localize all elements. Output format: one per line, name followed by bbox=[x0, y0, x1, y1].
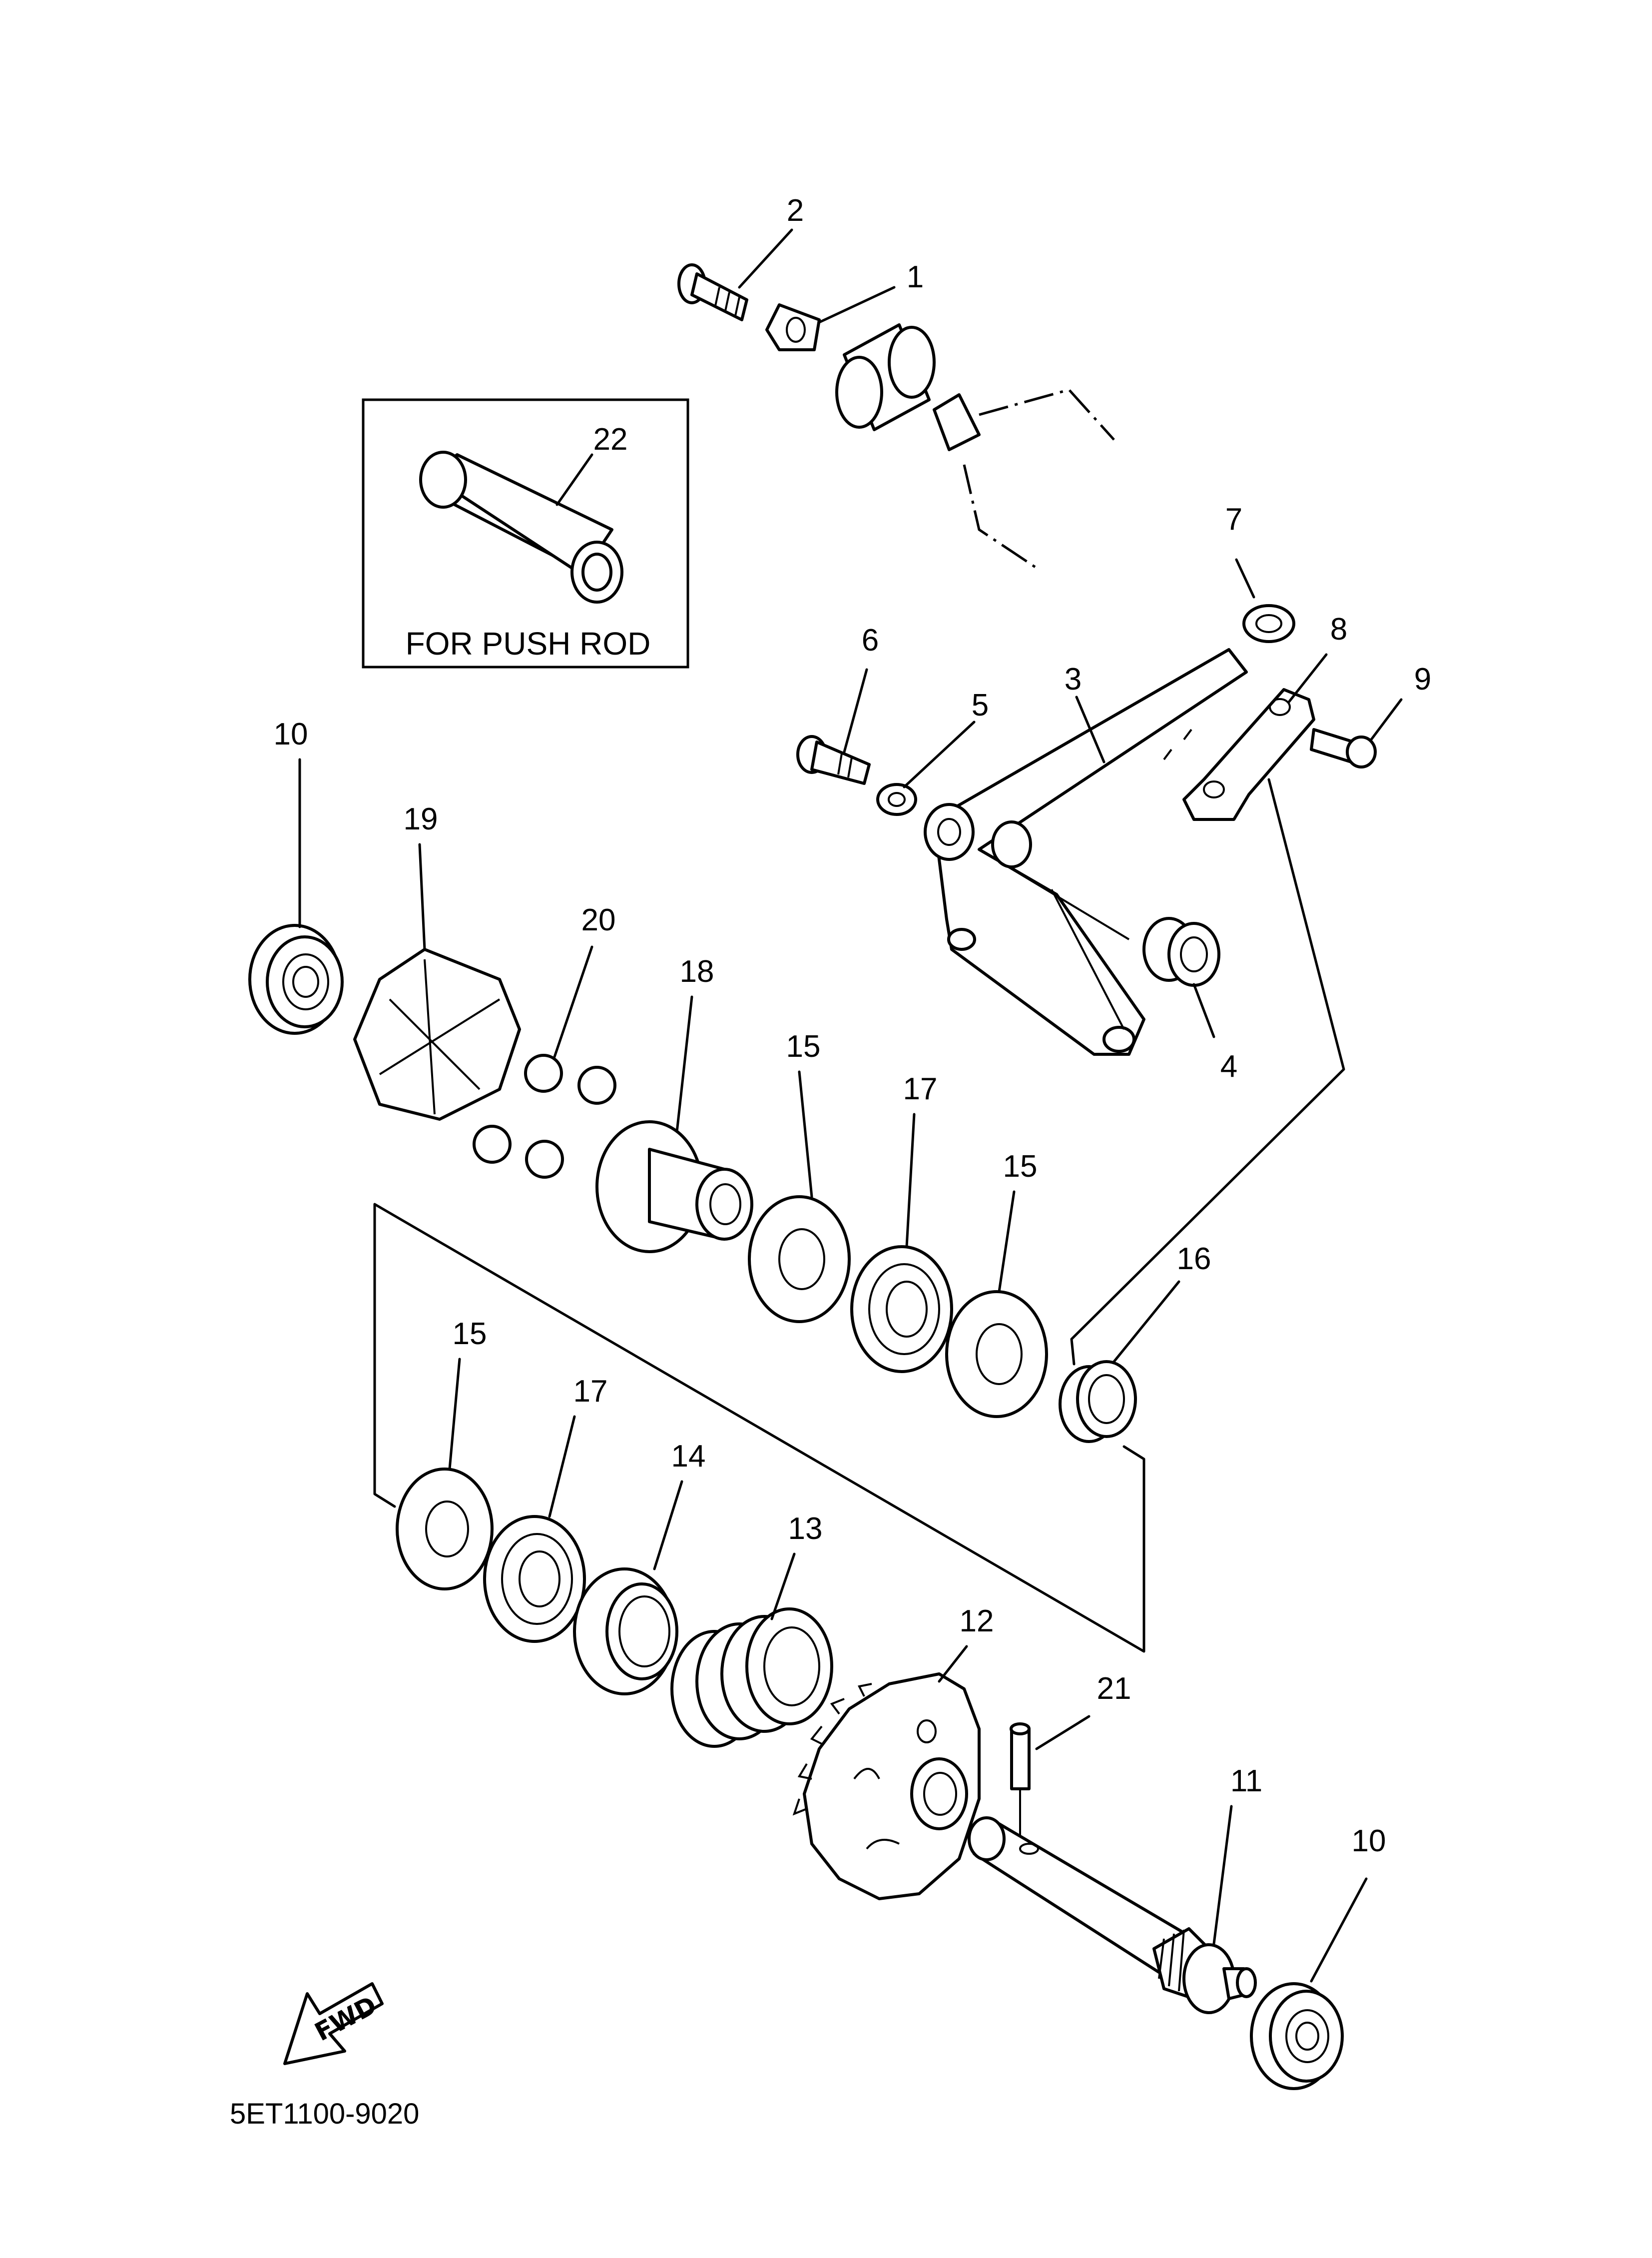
gear-part-12 bbox=[792, 1672, 981, 1900]
callout-10-left: 10 bbox=[274, 717, 308, 752]
callout-16: 16 bbox=[1177, 1242, 1211, 1276]
collar-part-7 bbox=[1242, 604, 1295, 643]
holder-part-18 bbox=[595, 1120, 753, 1253]
callout-14: 14 bbox=[671, 1439, 706, 1474]
callout-5: 5 bbox=[972, 688, 989, 723]
bolt-part-6 bbox=[796, 735, 871, 785]
spring-part-13 bbox=[670, 1607, 833, 1748]
callout-15-lower: 15 bbox=[453, 1317, 487, 1351]
callout-7: 7 bbox=[1225, 502, 1242, 537]
callout-6: 6 bbox=[862, 623, 879, 658]
callout-17-middle: 17 bbox=[903, 1072, 938, 1106]
washer-part-5 bbox=[876, 783, 917, 816]
inset-push-rod-box: FOR PUSH ROD bbox=[362, 398, 689, 669]
diagram-code: 5ET1100-9020 bbox=[230, 2098, 419, 2130]
callout-8: 8 bbox=[1330, 612, 1347, 647]
seat-part-14 bbox=[573, 1567, 678, 1695]
lever-part-3 bbox=[924, 648, 1248, 1056]
group-bracket-lines bbox=[373, 1203, 1145, 1653]
balls-part-20 bbox=[473, 1054, 616, 1179]
bracket-part-8 bbox=[1182, 688, 1315, 821]
shaft-part-11 bbox=[968, 1816, 1257, 2014]
bracket-line-8-to-16 bbox=[1070, 778, 1345, 1366]
callout-15-middle-1: 15 bbox=[786, 1029, 821, 1064]
bearing-part-10-right bbox=[1250, 1982, 1344, 2090]
shaft-assembly bbox=[835, 323, 1115, 571]
callout-17-lower: 17 bbox=[573, 1374, 608, 1409]
callout-3: 3 bbox=[1065, 662, 1082, 697]
pin-part-21 bbox=[1010, 1722, 1031, 1849]
washer-part-15-middle-2 bbox=[945, 1290, 1048, 1418]
bearing-part-17-lower bbox=[483, 1515, 586, 1643]
callout-19: 19 bbox=[404, 802, 438, 836]
cam-part-19 bbox=[353, 948, 521, 1121]
callout-10-right: 10 bbox=[1352, 1824, 1386, 1858]
callout-labels: 1 2 3 4 5 6 7 8 9 10 10 11 12 13 14 15 1… bbox=[274, 193, 1432, 1858]
callout-20: 20 bbox=[581, 903, 616, 937]
callout-15-middle-2: 15 bbox=[1003, 1149, 1038, 1184]
washer-part-1 bbox=[765, 303, 821, 351]
callout-12: 12 bbox=[960, 1604, 994, 1638]
bearing-part-17-middle bbox=[850, 1245, 953, 1373]
bearing-part-10-left bbox=[248, 924, 344, 1035]
callout-4: 4 bbox=[1220, 1049, 1237, 1084]
collar-part-16 bbox=[1059, 1360, 1137, 1443]
inset-caption: FOR PUSH ROD bbox=[406, 626, 651, 662]
callout-18: 18 bbox=[680, 954, 714, 989]
callout-1: 1 bbox=[907, 260, 924, 294]
bolt-part-2 bbox=[677, 263, 748, 321]
callout-21: 21 bbox=[1097, 1671, 1131, 1706]
callout-22: 22 bbox=[593, 422, 628, 457]
washer-part-15-lower bbox=[396, 1468, 494, 1590]
callout-11: 11 bbox=[1230, 1764, 1262, 1798]
washer-part-15-middle-1 bbox=[748, 1195, 851, 1323]
collar-part-4 bbox=[1142, 917, 1220, 987]
screw-part-9 bbox=[1310, 728, 1377, 768]
callout-13: 13 bbox=[788, 1511, 823, 1546]
callout-9: 9 bbox=[1414, 662, 1431, 697]
callout-2: 2 bbox=[787, 193, 804, 228]
fwd-arrow-icon: FWD bbox=[283, 1982, 384, 2065]
callout-leaders bbox=[298, 228, 1403, 1983]
